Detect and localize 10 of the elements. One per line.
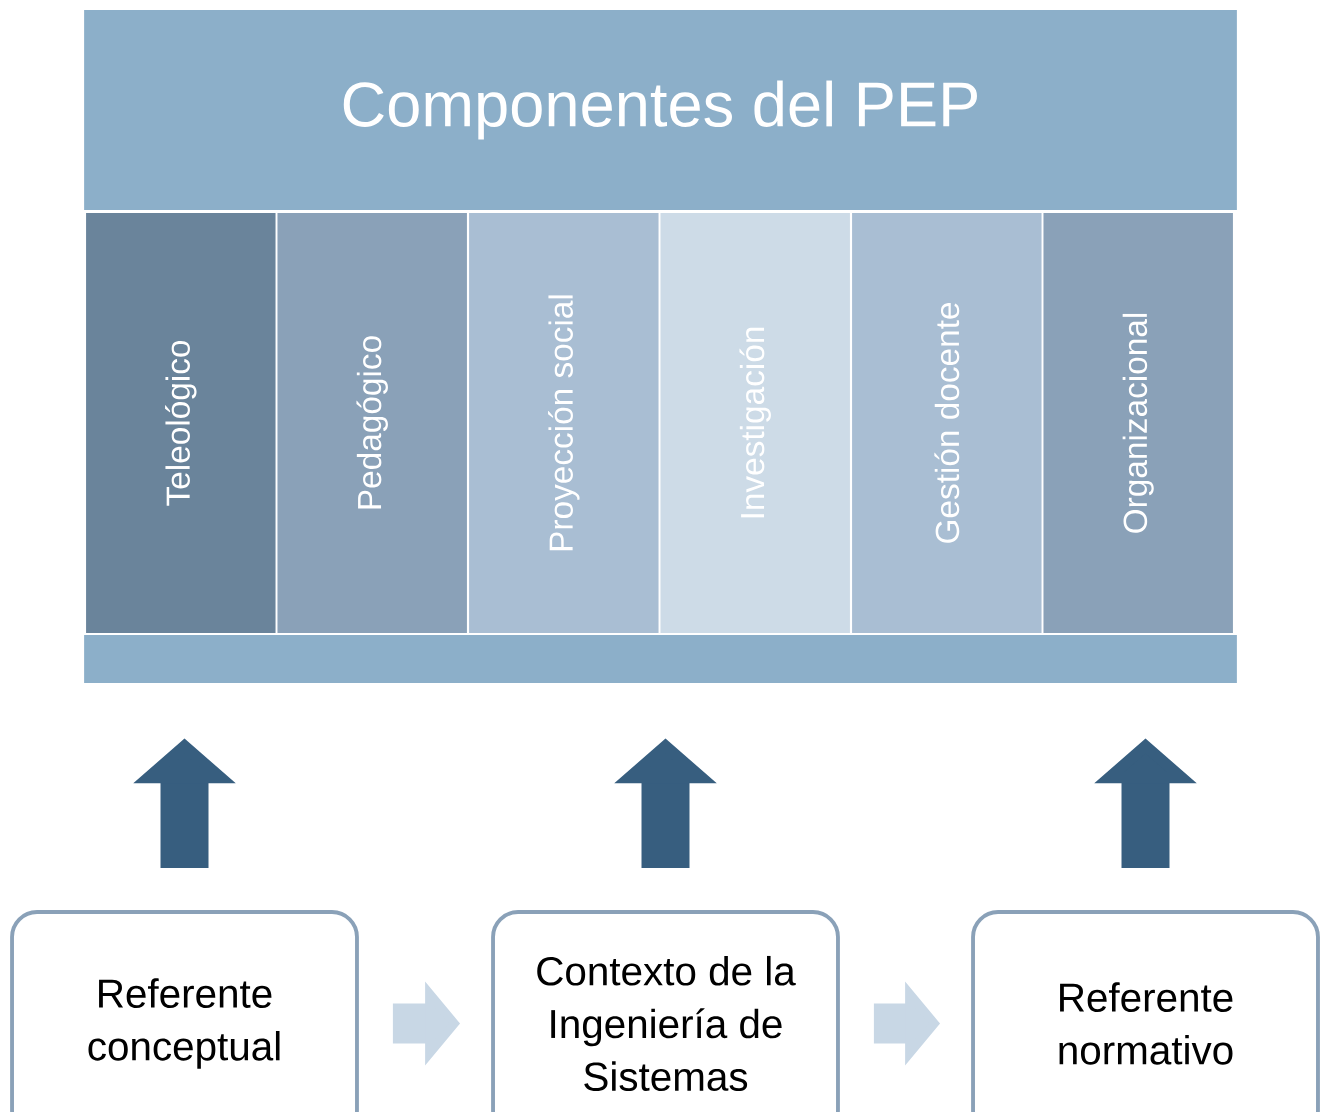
rounded-box: Contexto de la Ingeniería de Sistemas (491, 910, 840, 1112)
column-box: Gestión docente (852, 213, 1042, 633)
column-box: Teleológico (86, 213, 276, 633)
column-box: Proyección social (469, 213, 659, 633)
rounded-box: Referente conceptual (10, 910, 359, 1112)
base-band (84, 635, 1237, 683)
title-band: Componentes del PEP (84, 10, 1237, 210)
rounded-box: Referente normativo (971, 910, 1320, 1112)
column-box: Pedagógico (277, 213, 467, 633)
column-box: Organizacional (1043, 213, 1233, 633)
